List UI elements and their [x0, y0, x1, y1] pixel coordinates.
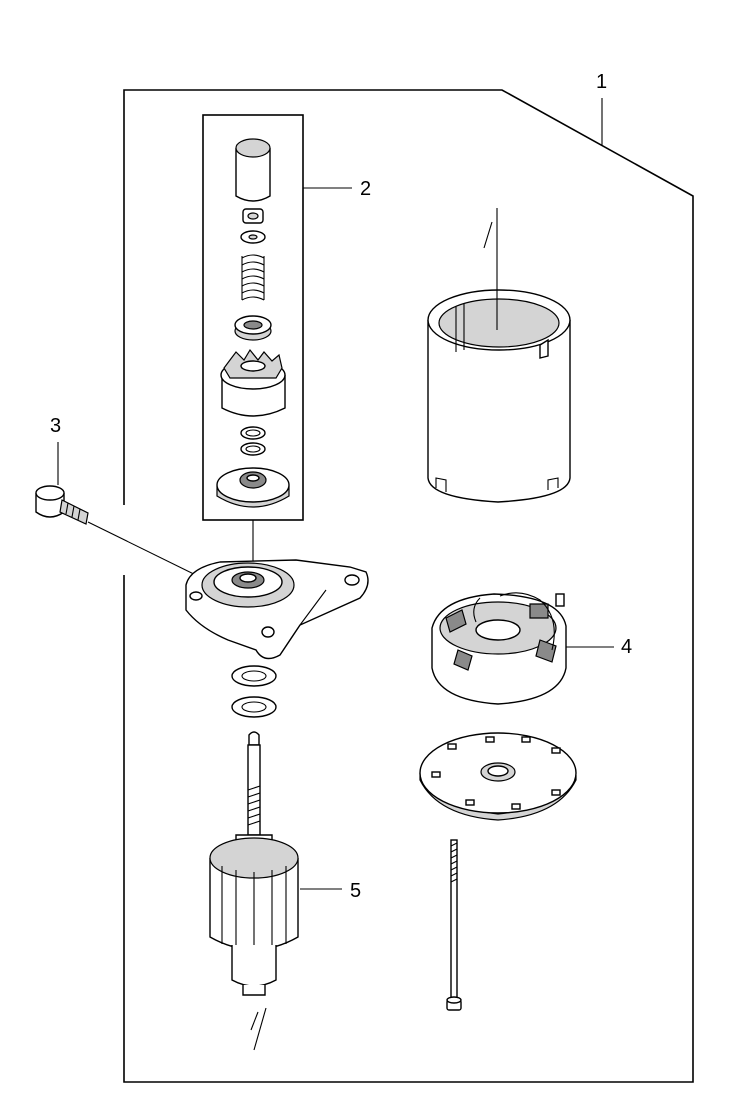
pinion-gear	[220, 348, 286, 417]
callout-2-label: 2	[360, 178, 371, 200]
thrust-washer-2	[231, 696, 277, 718]
stop-collar	[216, 467, 290, 508]
mounting-screw	[35, 485, 89, 525]
spring-retainer	[234, 315, 272, 341]
assembly-frame	[123, 89, 694, 1083]
callout-1-label: 1	[596, 71, 607, 93]
callout-4-label: 4	[621, 636, 632, 658]
pinion-o-ring-1	[240, 426, 266, 440]
brush-holder	[431, 592, 567, 705]
screw-axis-line	[87, 521, 211, 583]
thrust-washer-1	[231, 665, 277, 687]
callout-5-label: 5	[350, 880, 361, 902]
pinion-washer-top	[240, 230, 266, 244]
pinion-cap	[235, 138, 271, 202]
pinion-nut	[242, 208, 264, 224]
armature	[209, 731, 299, 996]
end-plate	[419, 732, 577, 821]
pinion-spring	[241, 254, 265, 301]
armature-axis-line	[253, 1007, 267, 1051]
pinion-o-ring-2	[240, 442, 266, 456]
drive-end-cap	[185, 559, 369, 660]
armature-axis-tick	[250, 1011, 259, 1031]
housing-axis-tick	[483, 221, 493, 249]
motor-housing	[427, 289, 571, 503]
through-bolt	[446, 839, 462, 1011]
callout-3-label: 3	[50, 415, 61, 437]
